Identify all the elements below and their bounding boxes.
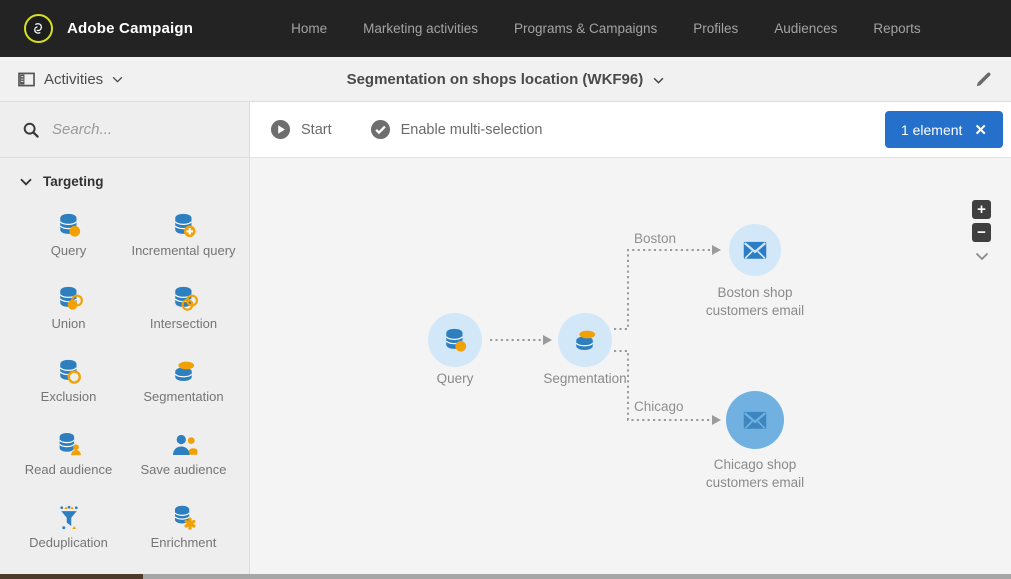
palette-item-label: Segmentation: [143, 388, 224, 404]
zoom-out-button[interactable]: −: [972, 223, 991, 242]
enrichment-icon: [169, 502, 199, 532]
chevron-down-icon: [975, 252, 988, 261]
palette-item-intersection[interactable]: Intersection: [126, 270, 241, 343]
query-icon: [54, 210, 84, 240]
intersection-icon: [169, 283, 199, 313]
arrowhead-icon: [712, 415, 721, 425]
scrollbar-thumb[interactable]: [0, 574, 143, 579]
nav-item-home[interactable]: Home: [291, 21, 328, 36]
palette-item-save-audience[interactable]: Save audience: [126, 416, 241, 489]
close-icon[interactable]: ✕: [974, 121, 987, 139]
arrowhead-icon: [712, 245, 721, 255]
zoom-controls: + −: [972, 200, 991, 261]
edit-workflow-button[interactable]: [974, 70, 993, 89]
start-button[interactable]: Start: [270, 119, 332, 140]
activities-label: Activities: [44, 70, 104, 88]
palette-item-label: Exclusion: [40, 388, 97, 404]
workflow-title-dropdown[interactable]: Segmentation on shops location (WKF96): [0, 71, 1011, 88]
node-label-boston-email: Boston shop customers email: [705, 285, 805, 319]
search-row: [0, 102, 249, 158]
workflow-header: Activities Segmentation on shops locatio…: [0, 57, 1011, 102]
search-input[interactable]: [52, 121, 212, 138]
palette-item-enrichment[interactable]: Enrichment: [126, 489, 241, 562]
workflow-toolbar: Start Enable multi-selection 1 element ✕: [250, 102, 1011, 158]
nav-item-marketing-activities[interactable]: Marketing activities: [363, 21, 478, 36]
pencil-icon: [976, 72, 991, 86]
edge-label-boston: Boston: [634, 231, 676, 246]
workflow-canvas[interactable]: Boston Chicago Query Segmentation Boston…: [250, 158, 1011, 579]
more-options-button[interactable]: [975, 252, 989, 261]
activity-palette: Query Incremental query Union Intersecti…: [11, 197, 249, 562]
check-circle-icon: [370, 119, 390, 140]
node-label-chicago-email: Chicago shop customers email: [705, 457, 805, 491]
palette-item-read-audience[interactable]: Read audience: [11, 416, 126, 489]
top-nav: Adobe Campaign Home Marketing activities…: [0, 0, 1011, 57]
deduplication-icon: [54, 502, 84, 532]
chevron-down-icon: [654, 77, 664, 84]
email-icon: [740, 235, 770, 265]
workflow-node-chicago-email[interactable]: [726, 391, 784, 449]
workflow-node-boston-email[interactable]: [729, 224, 781, 276]
incremental-query-icon: [169, 210, 199, 240]
segmentation-icon: [169, 356, 199, 386]
panel-icon: [18, 72, 35, 86]
email-icon: [740, 405, 770, 435]
multi-selection-toggle[interactable]: Enable multi-selection: [370, 119, 543, 140]
workflow-node-query[interactable]: [428, 313, 482, 367]
nav-item-reports[interactable]: Reports: [873, 21, 921, 36]
save-audience-icon: [169, 429, 199, 459]
palette-item-label: Deduplication: [29, 534, 108, 550]
palette-item-label: Incremental query: [131, 242, 236, 258]
brand-link[interactable]: Adobe Campaign: [24, 14, 193, 43]
search-icon: [23, 122, 39, 138]
chevron-down-icon: [20, 178, 32, 186]
targeting-section-toggle[interactable]: Targeting: [0, 158, 249, 197]
chevron-down-icon: [112, 76, 123, 83]
arrowhead-icon: [543, 335, 552, 345]
palette-item-deduplication[interactable]: Deduplication: [11, 489, 126, 562]
workflow-title: Segmentation on shops location (WKF96): [346, 70, 644, 88]
node-label-query: Query: [436, 371, 474, 386]
play-icon: [270, 119, 291, 140]
activities-selector[interactable]: Activities: [18, 71, 123, 88]
targeting-section-label: Targeting: [43, 174, 104, 189]
start-label: Start: [301, 121, 332, 138]
palette-item-exclusion[interactable]: Exclusion: [11, 343, 126, 416]
palette-item-label: Read audience: [24, 461, 113, 477]
nav-item-programs-campaigns[interactable]: Programs & Campaigns: [513, 21, 658, 36]
palette-item-label: Union: [51, 315, 86, 331]
palette-item-segmentation[interactable]: Segmentation: [126, 343, 241, 416]
segmentation-icon: [570, 325, 600, 355]
palette-item-label: Save audience: [140, 461, 227, 477]
query-icon: [440, 325, 470, 355]
edge-segmentation-chicago: [614, 350, 710, 421]
union-icon: [54, 283, 84, 313]
nav-item-profiles[interactable]: Profiles: [693, 21, 739, 36]
palette-item-query[interactable]: Query: [11, 197, 126, 270]
palette-item-label: Query: [50, 242, 87, 258]
main-nav: Home Marketing activities Programs & Cam…: [291, 21, 920, 36]
exclusion-icon: [54, 356, 84, 386]
selection-count-badge[interactable]: 1 element ✕: [884, 111, 1003, 148]
workflow-edges: Boston Chicago: [490, 231, 721, 425]
node-label-segmentation: Segmentation: [543, 371, 627, 386]
read-audience-icon: [54, 429, 84, 459]
nav-item-audiences[interactable]: Audiences: [774, 21, 838, 36]
horizontal-scrollbar[interactable]: [0, 574, 1011, 579]
brand-name: Adobe Campaign: [67, 20, 194, 37]
palette-item-label: Enrichment: [150, 534, 217, 550]
selection-count-label: 1 element: [900, 121, 963, 138]
palette-item-union[interactable]: Union: [11, 270, 126, 343]
adobe-campaign-logo-icon: [24, 14, 53, 43]
activities-sidebar: Targeting Query Incremental query Union …: [0, 102, 250, 579]
palette-item-label: Intersection: [149, 315, 218, 331]
palette-item-incremental-query[interactable]: Incremental query: [126, 197, 241, 270]
edge-segmentation-boston: [614, 249, 710, 330]
edge-label-chicago: Chicago: [634, 399, 684, 414]
zoom-in-button[interactable]: +: [972, 200, 991, 219]
workflow-node-segmentation[interactable]: [558, 313, 612, 367]
multi-selection-label: Enable multi-selection: [400, 121, 543, 138]
